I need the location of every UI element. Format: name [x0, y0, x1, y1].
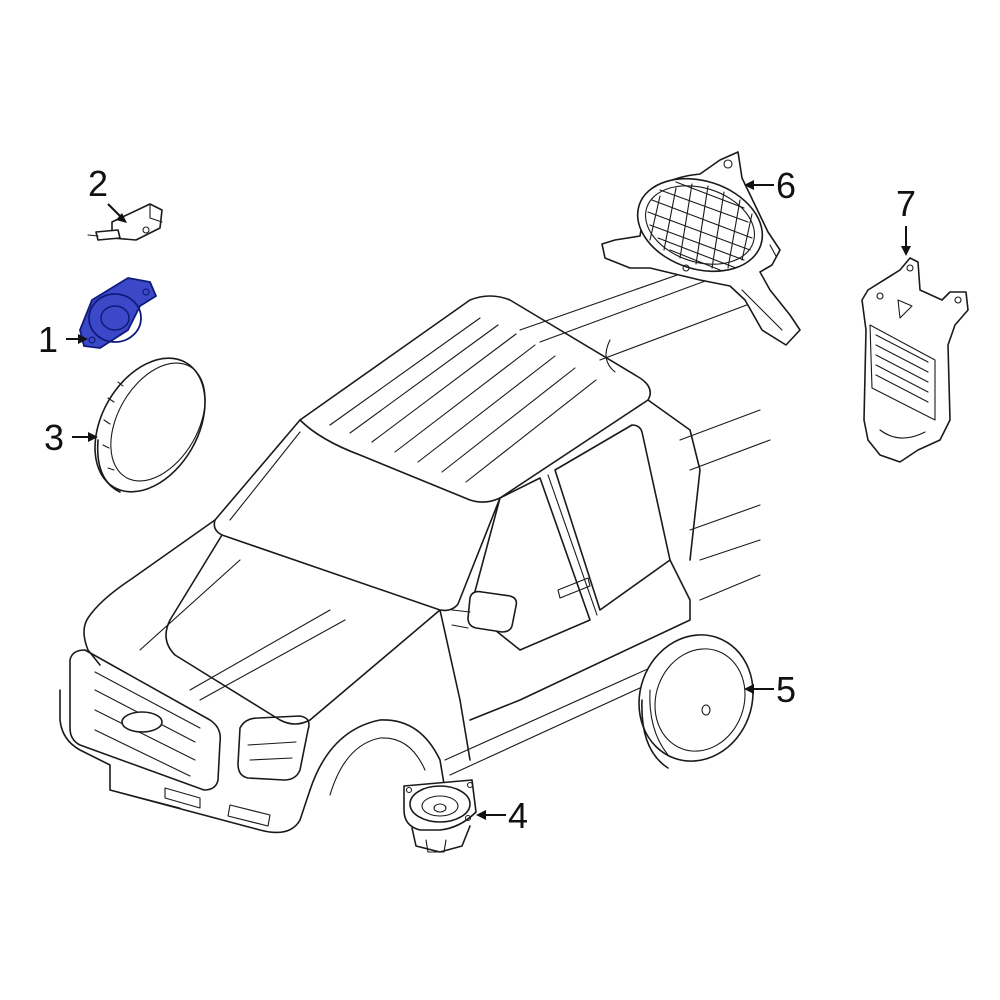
callout-label-2: 2 [88, 163, 108, 204]
part-3-speaker-ring[interactable] [72, 339, 227, 512]
part-5-large-speaker[interactable] [621, 619, 770, 778]
callout-label-4: 4 [508, 795, 528, 836]
callout-label-5: 5 [776, 669, 796, 710]
grille-mesh [647, 181, 753, 271]
callout-7: 7 [896, 183, 916, 256]
callout-4: 4 [476, 795, 528, 836]
callout-5: 5 [744, 669, 796, 710]
part-4-small-speaker[interactable] [403, 779, 477, 853]
callout-label-1: 1 [38, 319, 58, 360]
callout-3: 3 [44, 417, 98, 458]
pickup-truck [59, 259, 771, 834]
callout-label-7: 7 [896, 183, 916, 224]
ford-logo [121, 711, 163, 733]
callout-6: 6 [744, 165, 796, 206]
part-7-amplifier[interactable] [861, 257, 969, 463]
callout-label-3: 3 [44, 417, 64, 458]
callout-2: 2 [88, 163, 127, 223]
callout-1: 1 [38, 319, 88, 360]
callout-label-6: 6 [776, 165, 796, 206]
part-2-connector[interactable] [87, 203, 163, 241]
part-1-tweeter[interactable] [79, 277, 157, 349]
part-6-grille-speaker[interactable] [601, 151, 801, 346]
